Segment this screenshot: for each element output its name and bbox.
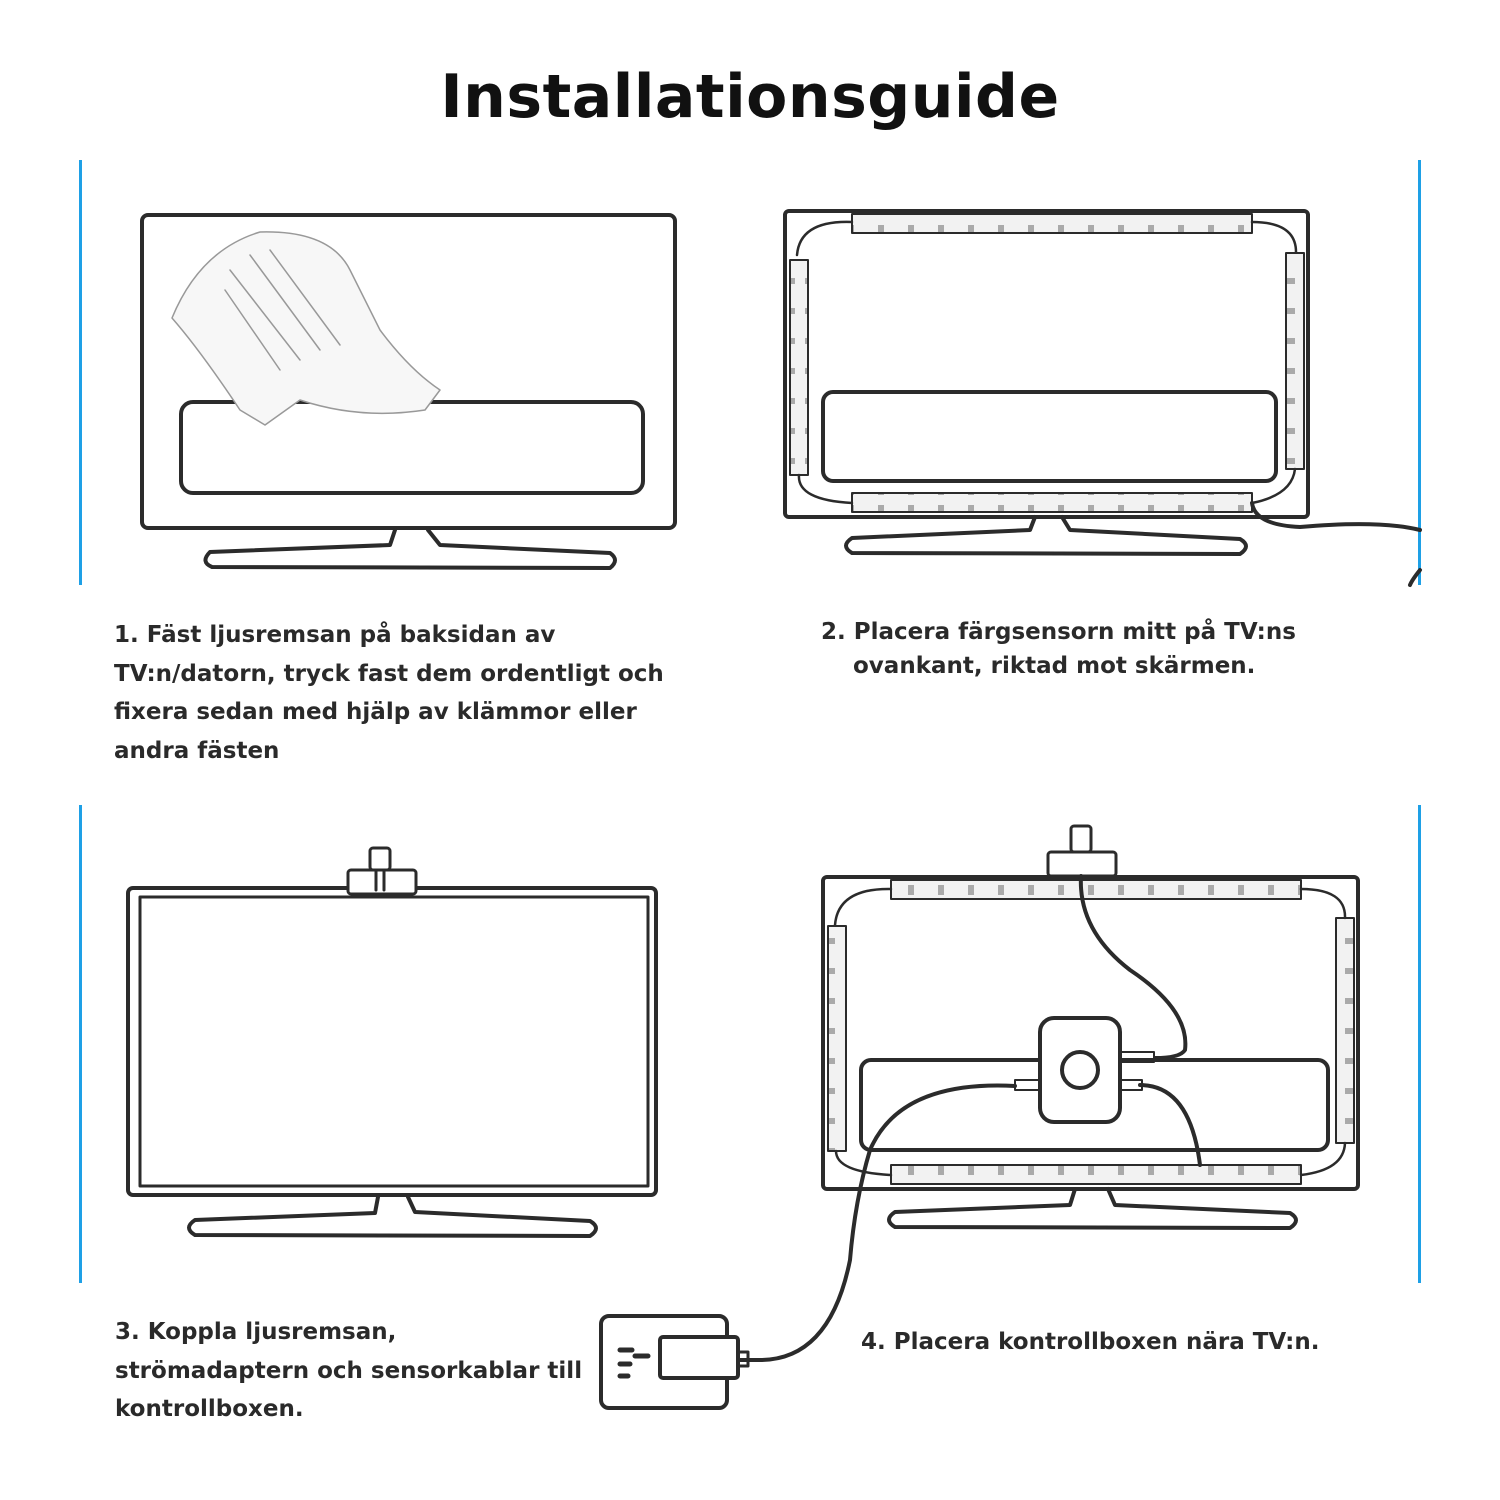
step-1-instruction: 1. Fäst ljusremsan på baksidan av TV:n/d…: [114, 622, 664, 764]
tv-step1-illustration: [140, 213, 677, 570]
step-2-instruction: 2. Placera färgsensorn mitt på TV:ns ova…: [821, 615, 1381, 683]
accent-divider: [79, 160, 82, 585]
hand-wiping-icon: [171, 231, 441, 426]
accent-divider: [1418, 805, 1421, 1283]
color-sensor-icon: [1046, 824, 1118, 878]
step-3-instruction: 3. Koppla ljusremsan, strömadaptern och …: [115, 1319, 583, 1422]
led-strip: [827, 879, 1355, 1185]
tv-step3-illustration: [126, 846, 658, 1238]
led-strip: [789, 213, 1305, 513]
color-sensor-icon: [346, 846, 418, 896]
tv-step2-illustration: [783, 209, 1422, 587]
accent-divider: [79, 805, 82, 1283]
page-title: Installationsguide: [440, 62, 1060, 132]
tv-step4-illustration: [738, 824, 1360, 1362]
step-4-instruction: 4. Placera kontrollboxen nära TV:n.: [861, 1329, 1320, 1355]
step-2-line-1: 2. Placera färgsensorn mitt på TV:ns: [821, 619, 1296, 645]
control-box-icon: [1014, 1016, 1155, 1124]
step-2-line-2: ovankant, riktad mot skärmen.: [853, 653, 1256, 679]
accent-divider: [1418, 160, 1421, 585]
power-adapter-icon: [599, 1314, 750, 1410]
